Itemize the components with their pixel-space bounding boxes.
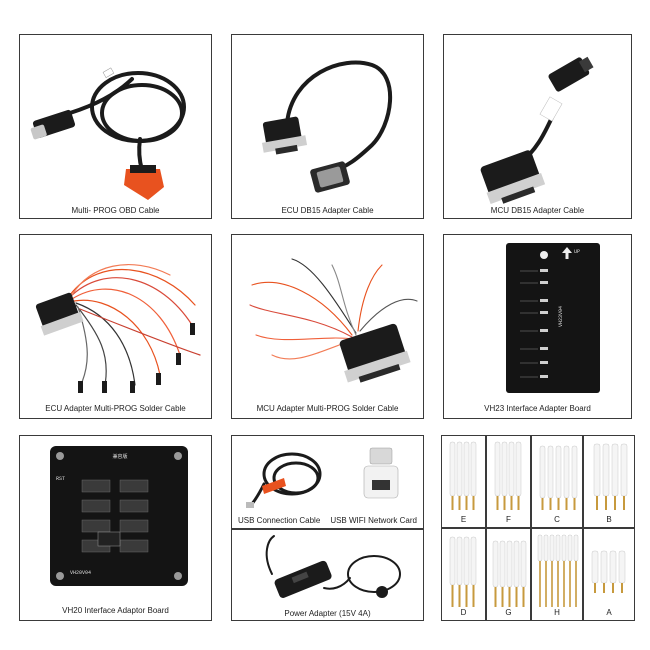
pin-set-b: B (583, 435, 635, 528)
ecu-db15-image (261, 60, 393, 193)
pin-set-h: H (531, 528, 583, 621)
vh20-rst-label: RST (56, 476, 65, 482)
pins-c-image (539, 445, 578, 510)
usb-wifi-caption: USB WIFI Network Card (330, 516, 417, 525)
pins-f-image (494, 441, 522, 510)
mcu-solder-caption: MCU Adapter Multi-PROG Solder Cable (256, 404, 399, 413)
panel-mcu-db15: MCU DB15 Adapter Cable (443, 34, 632, 219)
vh20-caption: VH20 Interface Adaptor Board (62, 606, 169, 615)
pins-e-image (449, 441, 477, 510)
pin-set-d-label: D (460, 608, 467, 617)
vh23-up-label: UP (574, 249, 580, 255)
obd-cable-caption: Multi- PROG OBD Cable (71, 206, 160, 215)
mcu-db15-caption: MCU DB15 Adapter Cable (490, 206, 585, 215)
pin-set-c-label: C (554, 515, 560, 524)
panel-vh23: UP VH23V04 VH23 Interface Adapter Board (443, 234, 632, 419)
panel-ecu-solder: ECU Adapter Multi-PROG Solder Cable (19, 234, 212, 419)
pins-h-image (537, 534, 579, 607)
ecu-db15-caption: ECU DB15 Adapter Cable (281, 206, 374, 215)
pin-set-f: F (486, 435, 531, 528)
pin-set-g-label: G (505, 608, 512, 617)
vh23-board-image: UP VH23V04 (506, 243, 600, 393)
power-adapter-image (265, 535, 401, 598)
pin-set-g: G (486, 528, 531, 621)
ecu-solder-image (35, 264, 201, 393)
usb-items-image (246, 447, 399, 508)
pin-set-f-label: F (506, 515, 511, 524)
pins-d-image (449, 536, 477, 607)
power-caption: Power Adapter (15V 4A) (284, 609, 371, 618)
usb-cable-caption: USB Connection Cable (238, 516, 321, 525)
pins-a-image (591, 550, 626, 593)
vh23-caption: VH23 Interface Adapter Board (484, 404, 591, 413)
pins-g-image (492, 540, 527, 607)
pin-set-e: E (441, 435, 486, 528)
pin-set-h-label: H (554, 608, 560, 617)
panel-usb: USB Connection Cable USB WIFI Network Ca… (231, 435, 424, 529)
pin-set-d: D (441, 528, 486, 621)
panel-vh20: 兼容版 RST VH20V04 VH20 Interface Adaptor B… (19, 435, 212, 621)
pins-b-image (593, 443, 628, 510)
obd-cable-image (30, 67, 186, 200)
pin-set-a: A (583, 528, 635, 621)
mcu-solder-image (249, 258, 418, 383)
pin-set-e-label: E (460, 515, 467, 524)
vh23-model-label: VH23V04 (558, 306, 564, 327)
ecu-solder-caption: ECU Adapter Multi-PROG Solder Cable (45, 404, 186, 413)
pin-set-c: C (531, 435, 583, 528)
vh20-board-image: 兼容版 RST VH20V04 (50, 446, 188, 586)
panel-obd-cable: Multi- PROG OBD Cable (19, 34, 212, 219)
pin-set-a-label: A (606, 608, 612, 617)
vh20-model-label: VH20V04 (70, 570, 91, 576)
pin-set-b-label: B (606, 515, 612, 524)
panel-ecu-db15: ECU DB15 Adapter Cable (231, 34, 424, 219)
panel-mcu-solder: MCU Adapter Multi-PROG Solder Cable (231, 234, 424, 419)
vh20-title-label: 兼容版 (112, 453, 127, 460)
mcu-db15-image (480, 56, 594, 205)
panel-power: Power Adapter (15V 4A) (231, 529, 424, 621)
